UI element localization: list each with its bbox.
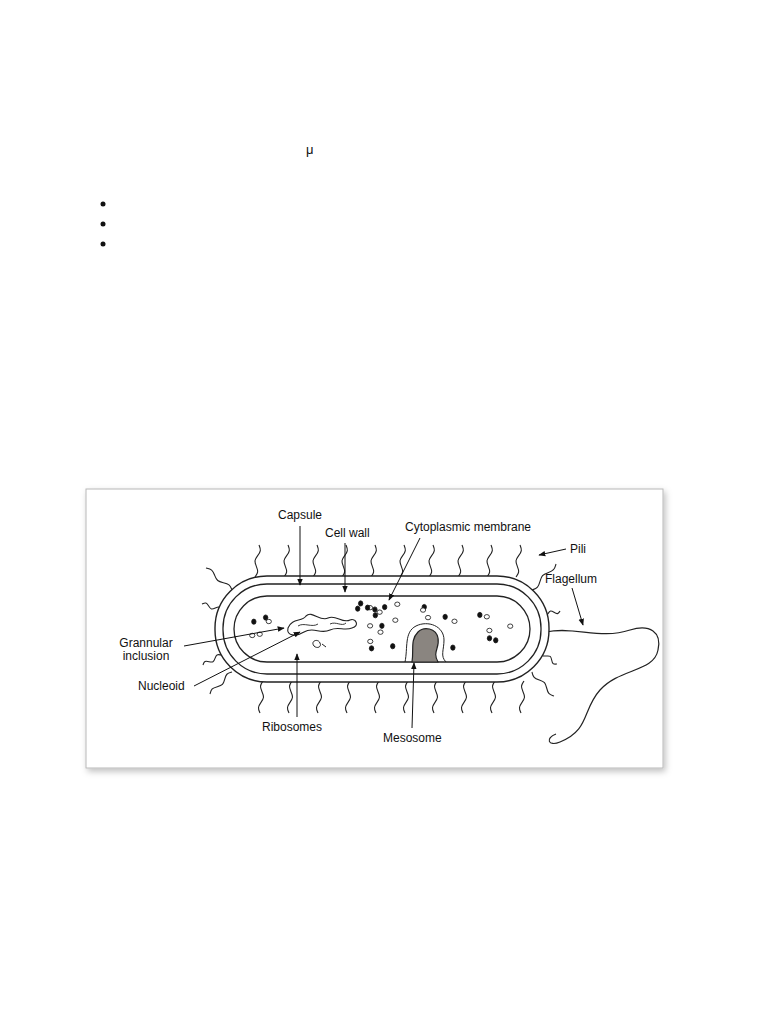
granular-inclusion: [393, 618, 398, 622]
ribosome: [355, 606, 359, 611]
pilus: [403, 681, 408, 713]
granular-inclusion: [452, 619, 457, 623]
granular-inclusion: [266, 619, 271, 623]
pilus: [203, 655, 221, 665]
granular-inclusion: [378, 630, 383, 634]
pilus: [461, 681, 466, 713]
pilus: [487, 545, 492, 577]
ribosomes: [250, 601, 513, 651]
pilus: [313, 545, 318, 577]
ribosome: [252, 619, 256, 624]
granular-inclusion: [484, 615, 489, 619]
flagellum: [546, 628, 659, 743]
pilus: [490, 681, 495, 713]
part-label: Grannular inclusion: [110, 637, 182, 663]
part-label: Pili: [570, 543, 586, 556]
unit-symbol: μ: [306, 143, 314, 156]
pilus: [374, 681, 379, 713]
ribosome: [369, 646, 373, 651]
ribosome: [373, 613, 377, 618]
pilus: [287, 681, 292, 713]
pilus: [316, 681, 321, 713]
capsule: [215, 576, 549, 682]
granular-inclusion: [377, 610, 382, 614]
pilus: [532, 672, 554, 696]
granular-inclusion: [487, 628, 492, 632]
nucleoid-strands: [298, 623, 346, 626]
part-label: Capsule: [278, 509, 322, 522]
pilus: [345, 681, 350, 713]
pilus: [429, 545, 434, 577]
part-label: Cell wall: [325, 527, 370, 540]
part-label: Cytoplasmic membrane: [405, 521, 531, 534]
granular-inclusion: [368, 639, 373, 643]
granular-inclusion: [420, 608, 425, 612]
bullet: [101, 222, 106, 227]
ribosome: [478, 612, 482, 617]
part-label: Mesosome: [383, 732, 442, 745]
pilus: [258, 681, 263, 713]
mesosome-membrane: [405, 624, 446, 662]
ribosome: [391, 644, 395, 649]
pilus: [432, 681, 437, 713]
granular-inclusion: [425, 615, 430, 619]
nucleoid: [288, 614, 357, 635]
pilus: [284, 545, 289, 577]
mesosome: [412, 629, 438, 662]
pili: [202, 545, 560, 713]
pilus: [516, 545, 521, 577]
pilus: [519, 681, 524, 713]
leader-lines: [184, 526, 583, 728]
pilus: [210, 672, 232, 694]
bullet: [101, 202, 106, 207]
part-label: Nucleoid: [138, 680, 185, 693]
granular-inclusion: [395, 602, 400, 606]
granular-inclusion: [367, 624, 372, 628]
part-label: Ribosomes: [262, 721, 322, 734]
ribosome: [443, 614, 447, 619]
pilus: [255, 545, 260, 577]
ribosome: [365, 605, 369, 610]
granular-inclusion: [508, 624, 513, 628]
pilus: [206, 568, 232, 590]
part-label: Flagellum: [545, 573, 597, 586]
ribosome: [380, 623, 384, 628]
ribosome: [451, 645, 455, 650]
figure-frame: [86, 489, 663, 768]
granule: [313, 640, 326, 647]
pilus: [458, 545, 463, 577]
ribosome: [494, 638, 498, 643]
ribosome: [382, 604, 386, 609]
ribosome: [358, 601, 362, 606]
cell-wall: [223, 584, 541, 674]
ribosome: [373, 607, 377, 612]
bullet: [101, 242, 106, 247]
pilus: [371, 545, 376, 577]
ribosome: [487, 636, 491, 641]
